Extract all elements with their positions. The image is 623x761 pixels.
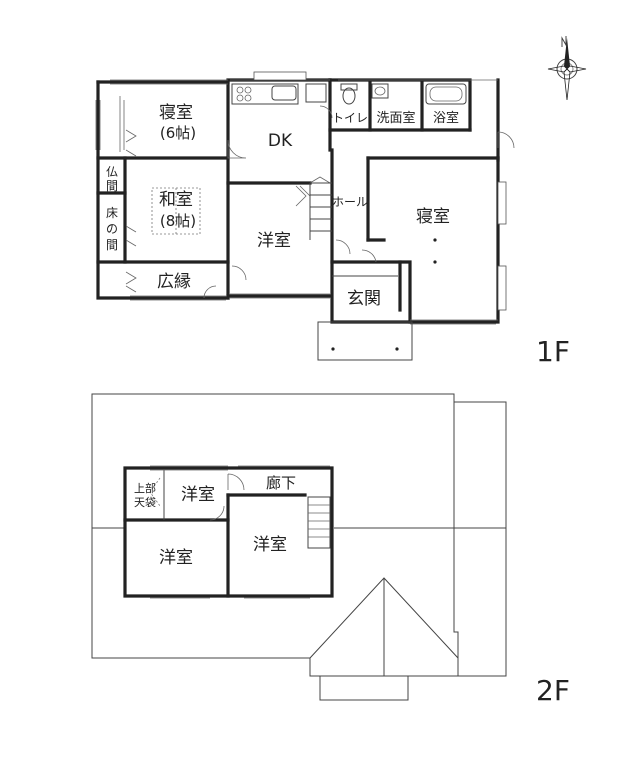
attic-label-2: 天袋	[134, 495, 156, 509]
room-label-veranda: 広縁	[157, 272, 191, 292]
room-label-western-2f-top: 洋室	[181, 485, 215, 505]
floor-1f-plan	[95, 71, 515, 361]
butsuma-char: 間	[106, 179, 118, 193]
room-size-bedroom-6: (6帖)	[160, 124, 196, 142]
tokonoma-label-1: 床	[106, 206, 118, 220]
room-label-entrance: 玄関	[347, 289, 381, 309]
room-label-toilet: トイレ	[332, 111, 368, 125]
room-label-bathroom: 浴室	[433, 110, 459, 126]
tokonoma-label-2: の	[106, 222, 118, 236]
room-label-bedroom-large: 寝室	[416, 206, 450, 227]
floor-2f-plan	[91, 393, 507, 701]
floor-label-1f: 1F	[536, 335, 570, 368]
room-label-dk: DK	[268, 131, 293, 151]
room-size-washitsu: (8帖)	[160, 212, 196, 230]
floor-label-2f: 2F	[536, 674, 570, 707]
attic-label-1: 上部	[134, 481, 156, 495]
tokonoma-label-3: 間	[106, 238, 118, 252]
room-label-western-2f-right: 洋室	[253, 535, 287, 555]
room-label-bedroom-6: 寝室	[159, 102, 193, 123]
room-label-hall: ホール	[332, 195, 368, 209]
compass-icon	[547, 36, 587, 101]
room-label-western-1f: 洋室	[257, 231, 291, 251]
room-label-butsuma: 仏間	[106, 165, 118, 193]
room-label-washroom: 洗面室	[376, 110, 415, 126]
room-label-washitsu: 和室	[159, 190, 193, 210]
room-label-western-2f-left: 洋室	[159, 548, 193, 568]
room-label-corridor: 廊下	[266, 474, 296, 492]
butsuma-char: 仏	[106, 165, 118, 179]
